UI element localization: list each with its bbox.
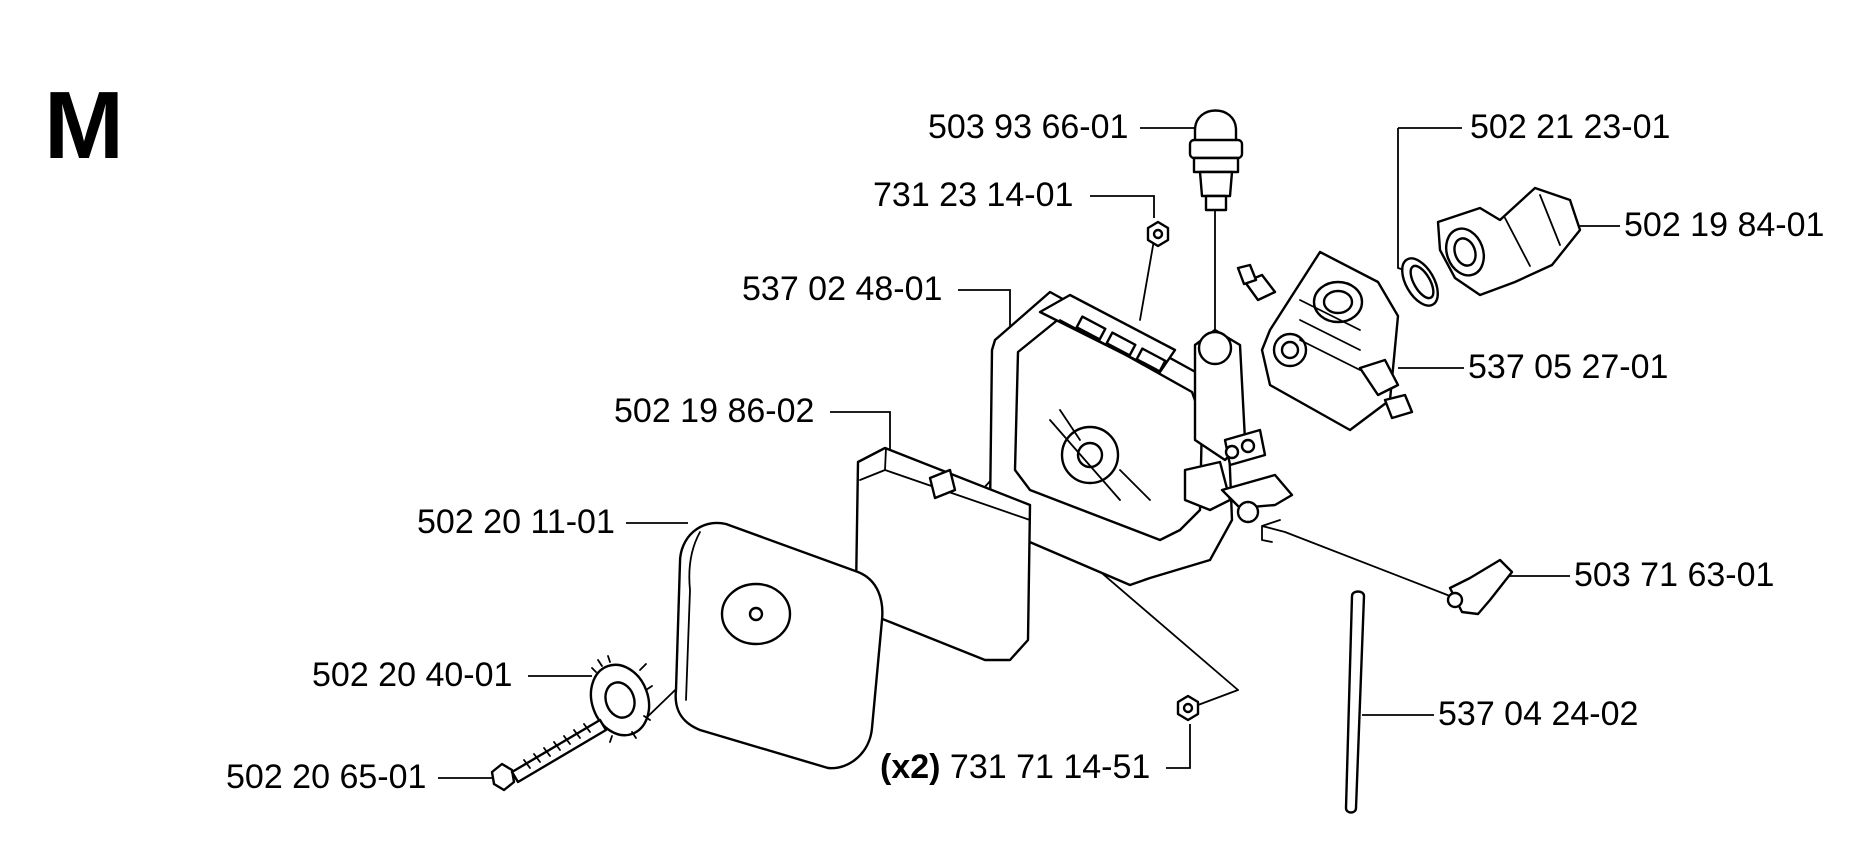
hose-part — [1344, 590, 1366, 814]
part-number-screw: 502 20 65-01 — [226, 758, 427, 796]
leader-pre-filter — [830, 411, 891, 452]
section-letter: M — [44, 72, 124, 179]
part-number-pre-filter: 502 19 86-02 — [614, 392, 815, 430]
primer-bulb-part — [1188, 109, 1244, 212]
part-number-nut-bottom: 731 71 14-51 — [949, 748, 1151, 786]
knob-part — [589, 655, 653, 743]
nut-top-part — [1146, 220, 1170, 248]
air-filter-housing-part — [988, 290, 1294, 587]
quantity-nut-bottom: (x2) — [880, 748, 941, 786]
nut-bottom-part — [1176, 694, 1200, 722]
part-number-choke-rod: 503 71 63-01 — [1574, 556, 1775, 594]
leader-nut-bottom — [1166, 724, 1191, 769]
part-number-hose: 537 04 24-02 — [1438, 695, 1639, 733]
part-number-intake-elbow: 502 19 84-01 — [1624, 206, 1825, 244]
part-number-knob: 502 20 40-01 — [312, 656, 513, 694]
part-number-seal-ring: 502 21 23-01 — [1470, 108, 1671, 146]
intake-elbow-part — [1436, 186, 1582, 297]
part-number-carburetor: 537 05 27-01 — [1468, 348, 1669, 386]
air-filter-part — [674, 521, 884, 770]
seal-ring-part — [1401, 257, 1439, 307]
leader-seal-ring — [1397, 128, 1405, 271]
leader-nut-top — [1090, 195, 1155, 218]
screw-part — [490, 718, 608, 792]
part-number-primer-bulb: 503 93 66-01 — [928, 108, 1129, 146]
carburetor-part — [1236, 250, 1414, 432]
leader-lines — [438, 127, 1620, 779]
callout-nut-bottom: (x2) 731 71 14-51 — [880, 750, 1150, 784]
choke-rod-part — [1261, 519, 1514, 616]
part-number-air-filter-housing: 537 02 48-01 — [742, 270, 943, 308]
leader-air-filter-housing — [958, 289, 1011, 330]
part-number-air-filter: 502 20 11-01 — [417, 503, 615, 541]
part-number-nut-top: 731 23 14-01 — [873, 176, 1074, 214]
